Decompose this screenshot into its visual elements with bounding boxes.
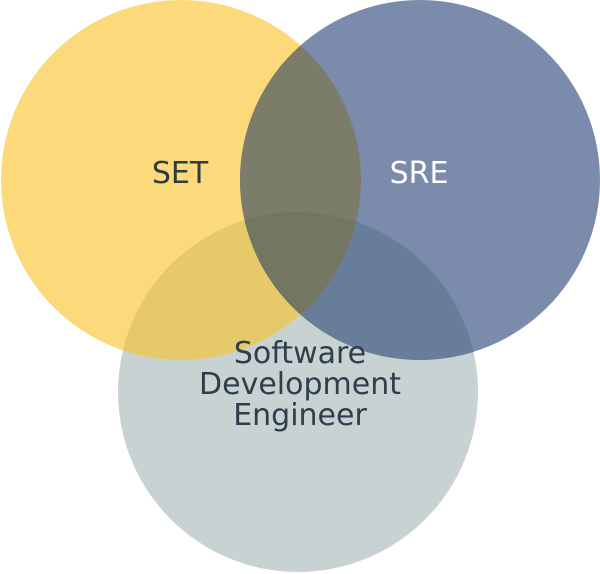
overlap-set-sde [118,212,361,360]
label-sde-line-1: Software [233,336,367,371]
label-sde-line-2: Development [199,367,401,402]
label-software-development-engineer: Software Development Engineer [150,338,450,431]
label-sre: SRE [389,156,449,191]
label-set: SET [151,156,209,191]
overlap-sre-sde [240,212,478,360]
label-sde-line-3: Engineer [233,398,367,433]
